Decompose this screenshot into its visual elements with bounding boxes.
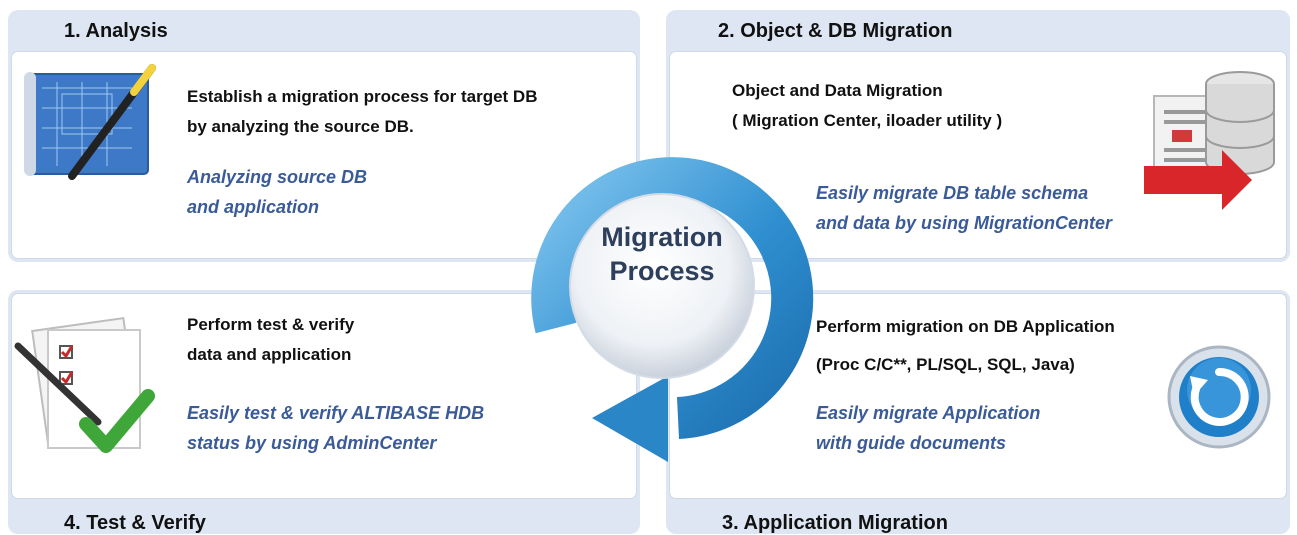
analysis-title: 1. Analysis <box>64 20 168 42</box>
application-note: Easily migrate Application with guide do… <box>816 403 1041 453</box>
application-description: Perform migration on DB Application (Pro… <box>816 317 1115 374</box>
object-db-description: Object and Data Migration ( Migration Ce… <box>732 81 1003 130</box>
center-label: Migration Process <box>601 222 723 286</box>
application-title: 3. Application Migration <box>722 512 948 534</box>
object-db-note: Easily migrate DB table schema and data … <box>816 183 1113 233</box>
analysis-note: Analyzing source DB and application <box>187 167 368 217</box>
object-db-title: 2. Object & DB Migration <box>718 20 953 42</box>
refresh-icon <box>1167 345 1271 449</box>
database-migration-icon <box>1144 71 1275 210</box>
test-verify-note: Easily test & verify ALTIBASE HDB status… <box>187 403 485 453</box>
test-verify-title: 4. Test & Verify <box>64 512 206 534</box>
test-verify-description: Perform test & verify data and applicati… <box>187 315 355 364</box>
blueprint-icon <box>24 64 156 180</box>
checklist-icon <box>14 317 155 453</box>
analysis-description: Establish a migration process for target… <box>187 87 538 136</box>
migration-cycle-arrow <box>531 157 814 462</box>
test-verify-panel: 4. Test & Verify <box>8 290 640 534</box>
